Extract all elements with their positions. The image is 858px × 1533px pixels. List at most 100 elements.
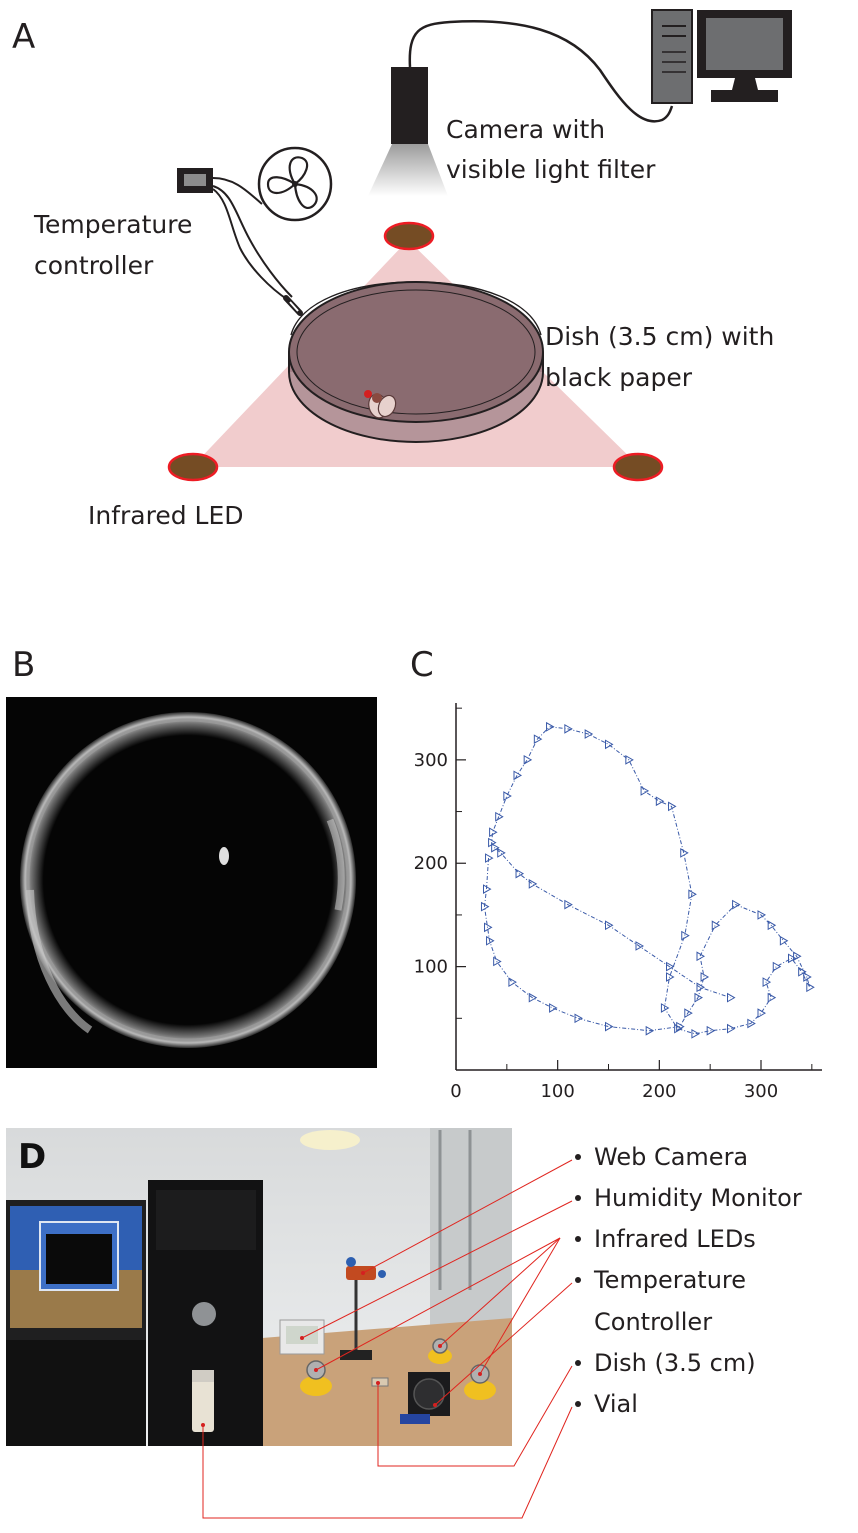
led-holder-back: [428, 1348, 452, 1364]
trajectory-point: [688, 889, 697, 900]
camera-beam: [368, 144, 448, 196]
trajectory-point: [798, 966, 807, 977]
legend-temperature: Temperature: [593, 1266, 746, 1294]
desk-dark: [6, 1340, 146, 1446]
trajectory-point: [635, 941, 645, 951]
trajectory-point: [694, 992, 703, 1003]
trajectory-point: [523, 754, 533, 765]
panel-a: A: [12, 9, 792, 530]
trajectory-point: [674, 1023, 683, 1034]
trajectory-point: [706, 1025, 716, 1036]
trajectory-point: [584, 729, 594, 739]
trajectory-point: [684, 1008, 693, 1019]
trajectory-point: [757, 1008, 767, 1019]
dish-label-line2: black paper: [545, 363, 693, 392]
legend-dish: Dish (3.5 cm): [594, 1349, 756, 1377]
legend-bullet-temperature-controller: [575, 1277, 581, 1283]
trajectory-point: [515, 868, 525, 879]
led-icon: [167, 221, 664, 482]
vial-cap: [192, 1370, 214, 1382]
trajectory-point: [605, 920, 614, 931]
trajectory-point: [485, 853, 494, 863]
legend-bullet-humidity-monitor: [575, 1195, 581, 1201]
stand-knob-2: [378, 1270, 386, 1278]
leader-led-left: [314, 1237, 561, 1372]
legend-bullet-infrared-leds: [575, 1236, 581, 1242]
trajectory-point: [508, 977, 517, 987]
trajectory-point: [793, 951, 802, 962]
legend-bullet-web-camera: [575, 1154, 581, 1160]
x-tick-label: 0: [450, 1081, 461, 1102]
trajectory-point: [732, 899, 741, 910]
trajectory-point: [528, 879, 538, 889]
camera-label-line1: Camera with: [446, 115, 605, 144]
trajectory-point: [757, 910, 767, 920]
dish-glare-left: [26, 889, 93, 1034]
panel-letter-c: C: [410, 645, 434, 685]
software-preview: [46, 1234, 112, 1284]
trajectory-line: [483, 726, 811, 1035]
legend-humidity-monitor: Humidity Monitor: [594, 1184, 802, 1212]
trajectory-point: [681, 930, 690, 941]
dish-icon: [288, 281, 544, 443]
stand-knob-1: [346, 1257, 356, 1267]
panel-d: D Web Camera Humidity Monitor Infrared L…: [6, 1128, 802, 1519]
trajectory-point: [528, 992, 538, 1003]
panel-d-legend: Web Camera Humidity Monitor Infrared LED…: [575, 1143, 802, 1418]
panel-b: B: [6, 645, 377, 1068]
trajectory-point: [767, 992, 777, 1003]
dish-on-table: [371, 1377, 389, 1387]
trajectory-point: [625, 754, 634, 765]
legend-infrared-leds: Infrared LEDs: [594, 1225, 756, 1253]
probe-cable-2: [212, 188, 289, 301]
camera-icon: [391, 67, 428, 144]
trajectory-point: [640, 786, 650, 796]
trajectory-point: [486, 935, 495, 946]
leader-web-camera: [361, 1159, 573, 1275]
camera-cable: [408, 20, 674, 123]
dish-rim: [20, 712, 356, 1048]
trajectory-point: [691, 1028, 700, 1039]
legend-bullet-dish: [575, 1360, 581, 1366]
fan-icon: [257, 146, 333, 222]
trajectory-point: [806, 982, 815, 993]
trajectory-point: [696, 982, 706, 993]
dish-inner-rim: [26, 718, 350, 1042]
leader-lines: [201, 1159, 573, 1519]
trajectory-point: [668, 801, 677, 812]
trajectory-point: [489, 827, 498, 838]
humidity-display: [286, 1326, 318, 1344]
trajectory-point: [747, 1018, 756, 1029]
trajectory-point: [605, 739, 614, 750]
x-tick-label: 200: [642, 1081, 676, 1102]
trajectory-point: [497, 848, 506, 858]
legend-vial: Vial: [594, 1390, 638, 1418]
panel-letter-a: A: [12, 17, 35, 57]
trajectory-point: [803, 972, 812, 982]
trajectory-point: [491, 842, 500, 853]
fly-icon: [364, 390, 397, 419]
leader-dish: [376, 1365, 573, 1467]
trajectory-point: [546, 721, 555, 732]
trajectory-point: [503, 791, 512, 801]
pc-drive-bay: [156, 1190, 256, 1250]
pc-logo: [192, 1302, 216, 1326]
trajectory-point: [788, 953, 797, 964]
probe-cable: [212, 185, 293, 298]
temperature-controller-label-line1: Temperature: [33, 210, 192, 239]
panel-letter-d: D: [18, 1137, 46, 1177]
trajectory-point: [549, 1003, 558, 1013]
trajectory-point: [696, 951, 706, 962]
temperature-controller-label-line2: controller: [34, 251, 154, 280]
trajectory-point: [480, 901, 490, 912]
trajectory-point: [495, 811, 504, 822]
probe-icon: [283, 295, 303, 316]
trajectory-point: [645, 1025, 655, 1036]
trajectory-point: [700, 972, 710, 982]
led-holder-right: [464, 1380, 496, 1400]
stand-base: [340, 1350, 372, 1360]
trajectory-point: [676, 1021, 685, 1032]
temperature-controller-icon: [177, 168, 213, 193]
leader-temperature-controller: [433, 1282, 573, 1407]
